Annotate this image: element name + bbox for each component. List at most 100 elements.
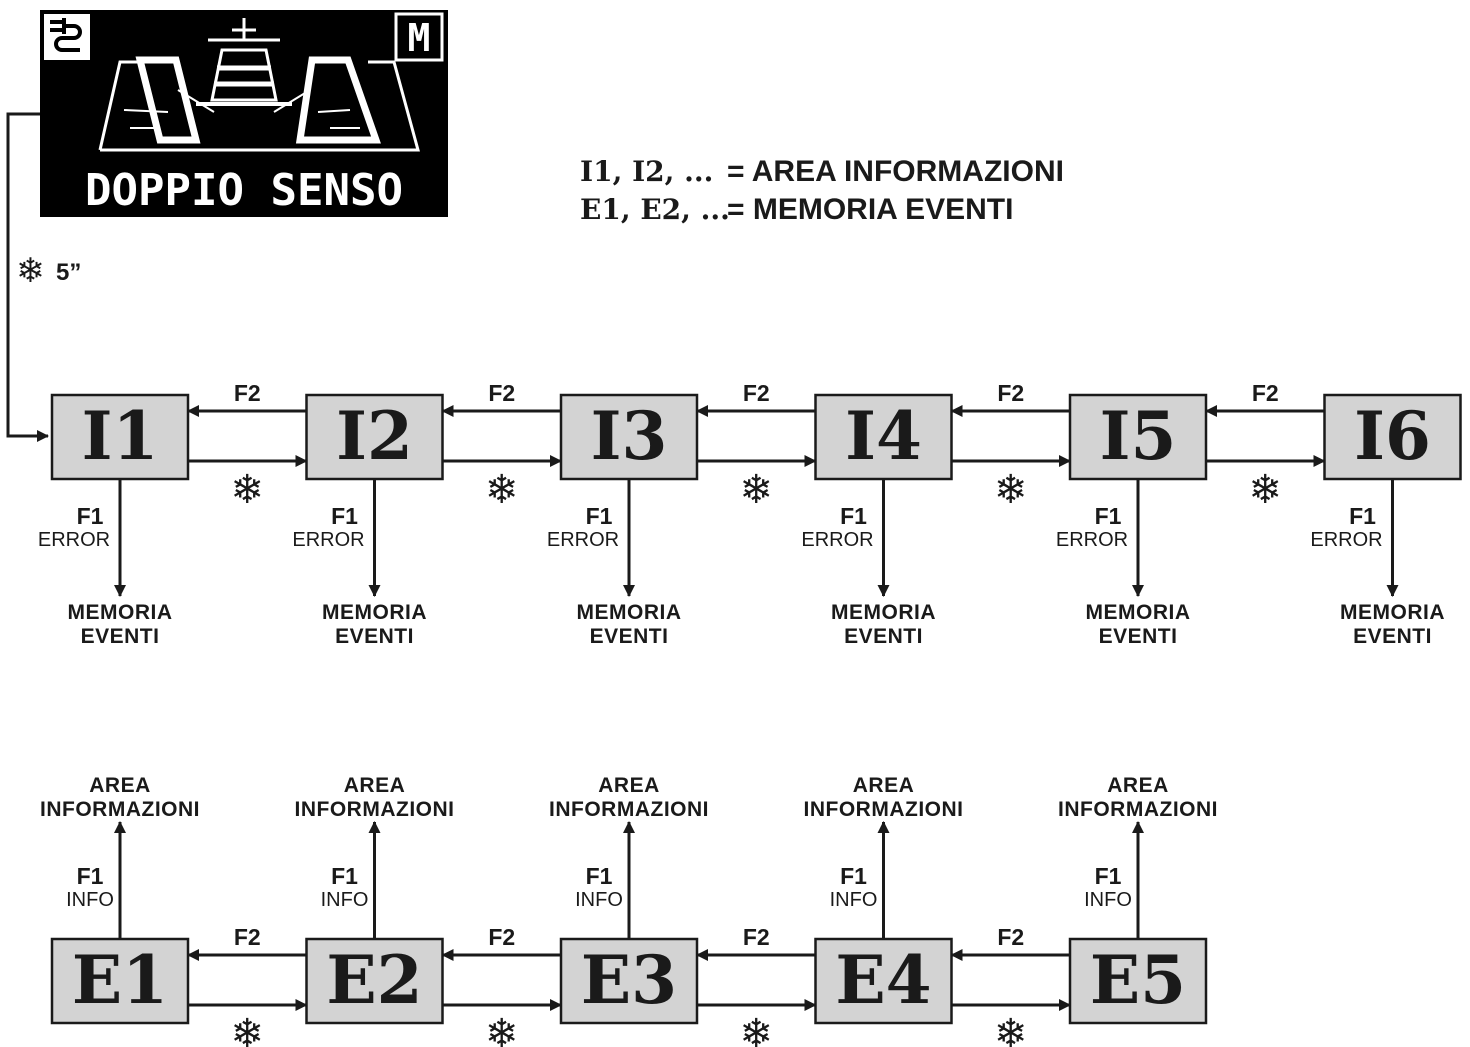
f1-key-label: F1: [1095, 503, 1122, 529]
f1-key-label: F1: [840, 863, 867, 889]
target-label-line2: EVENTI: [335, 625, 414, 648]
target-label-line1: MEMORIA: [68, 601, 173, 624]
snowflake-icon: ❄: [230, 1011, 264, 1047]
timer-annotation: ❄ 5”: [16, 251, 81, 291]
snowflake-icon: ❄: [16, 251, 45, 291]
plug-icon: [44, 14, 90, 60]
f1-key-label: F1: [77, 503, 104, 529]
target-label-line2: EVENTI: [844, 625, 923, 648]
snowflake-icon: ❄: [739, 467, 773, 513]
f2-key-label: F2: [488, 380, 515, 406]
f1-key-label: F1: [586, 863, 613, 889]
error-label: ERROR: [547, 529, 619, 551]
legend-value-info: = AREA INFORMAZIONI: [727, 155, 1064, 188]
chain-connector: F2 ❄: [952, 924, 1071, 1047]
event-memory-chain: E1F1INFOAREAINFORMAZIONIF2❄E2F1INFOAREAI…: [40, 774, 1218, 1047]
f2-key-label: F2: [743, 380, 770, 406]
target-label-line1: MEMORIA: [1086, 601, 1191, 624]
target-label-line1: AREA: [344, 774, 406, 797]
legend: I1, I2, ... = AREA INFORMAZIONI E1, E2, …: [580, 155, 1064, 226]
snowflake-icon: ❄: [739, 1011, 773, 1047]
target-label-line1: AREA: [598, 774, 660, 797]
chain-connector: F2❄: [952, 380, 1071, 513]
box-label: I5: [1100, 397, 1177, 475]
box-label: I2: [336, 397, 413, 475]
target-label-line1: MEMORIA: [322, 601, 427, 624]
snowflake-icon: ❄: [485, 467, 519, 513]
timer-label: 5”: [56, 259, 81, 286]
info-label: INFO: [830, 889, 878, 911]
f1-key-label: F1: [586, 503, 613, 529]
box-label: I3: [591, 397, 668, 475]
info-label: INFO: [66, 889, 114, 911]
box-label: E1: [72, 941, 168, 1019]
box-label: E4: [835, 941, 931, 1019]
info-label: INFO: [321, 889, 369, 911]
target-label-line2: INFORMAZIONI: [549, 798, 709, 821]
error-label: ERROR: [1056, 529, 1128, 551]
chain-connector: F2 ❄: [697, 380, 816, 513]
target-label-line2: EVENTI: [81, 625, 160, 648]
f2-key-label: F2: [234, 924, 261, 950]
error-label: ERROR: [292, 529, 364, 551]
snowflake-icon: ❄: [1248, 467, 1282, 513]
legend-key-events: E1, E2, ...: [580, 193, 730, 226]
target-label-line1: AREA: [1107, 774, 1169, 797]
target-label-line1: MEMORIA: [577, 601, 682, 624]
info-label: INFO: [1084, 889, 1132, 911]
info-area-chain: I1F1ERRORMEMORIAEVENTIF2❄I2F1ERRORMEMORI…: [38, 380, 1461, 648]
f1-key-label: F1: [331, 503, 358, 529]
snowflake-icon: ❄: [230, 467, 264, 513]
f2-key-label: F2: [234, 380, 261, 406]
box-label: I6: [1354, 397, 1431, 475]
f2-key-label: F2: [997, 924, 1024, 950]
chain-connector: F2 ❄: [443, 924, 562, 1047]
target-label-line1: MEMORIA: [1340, 601, 1445, 624]
target-label-line2: INFORMAZIONI: [40, 798, 200, 821]
snowflake-icon: ❄: [994, 1011, 1028, 1047]
target-label-line2: INFORMAZIONI: [804, 798, 964, 821]
chain-connector: F2 ❄: [188, 924, 307, 1047]
target-label-line2: EVENTI: [1353, 625, 1432, 648]
f1-key-label: F1: [331, 863, 358, 889]
error-label: ERROR: [1310, 529, 1382, 551]
chain-connector: F2 ❄: [443, 380, 562, 513]
legend-key-info: I1, I2, ...: [580, 155, 713, 188]
chain-connector: F2❄: [1206, 380, 1325, 513]
error-label: ERROR: [801, 529, 873, 551]
target-label-line2: INFORMAZIONI: [1058, 798, 1218, 821]
box-label: E5: [1090, 941, 1186, 1019]
target-label-line2: INFORMAZIONI: [295, 798, 455, 821]
lcd-display: M DOPPIO SENSO: [40, 10, 448, 217]
error-label: ERROR: [38, 529, 110, 551]
lcd-mode-label: DOPPIO SENSO: [85, 165, 403, 216]
f1-key-label: F1: [840, 503, 867, 529]
target-label-line2: EVENTI: [590, 625, 669, 648]
target-label-line1: AREA: [89, 774, 151, 797]
f1-key-label: F1: [77, 863, 104, 889]
box-label: E2: [326, 941, 422, 1019]
f2-key-label: F2: [997, 380, 1024, 406]
chain-node: E2 F1INFO AREAINFORMAZIONI: [295, 774, 455, 1023]
f2-key-label: F2: [743, 924, 770, 950]
target-label-line2: EVENTI: [1099, 625, 1178, 648]
f1-key-label: F1: [1095, 863, 1122, 889]
chain-connector: F2 ❄: [697, 924, 816, 1047]
chain-connector: F2 ❄: [188, 380, 307, 513]
snowflake-icon: ❄: [485, 1011, 519, 1047]
f1-key-label: F1: [1349, 503, 1376, 529]
box-label: E3: [581, 941, 677, 1019]
box-label: I4: [845, 397, 922, 475]
f2-key-label: F2: [488, 924, 515, 950]
box-label: I1: [82, 397, 159, 475]
